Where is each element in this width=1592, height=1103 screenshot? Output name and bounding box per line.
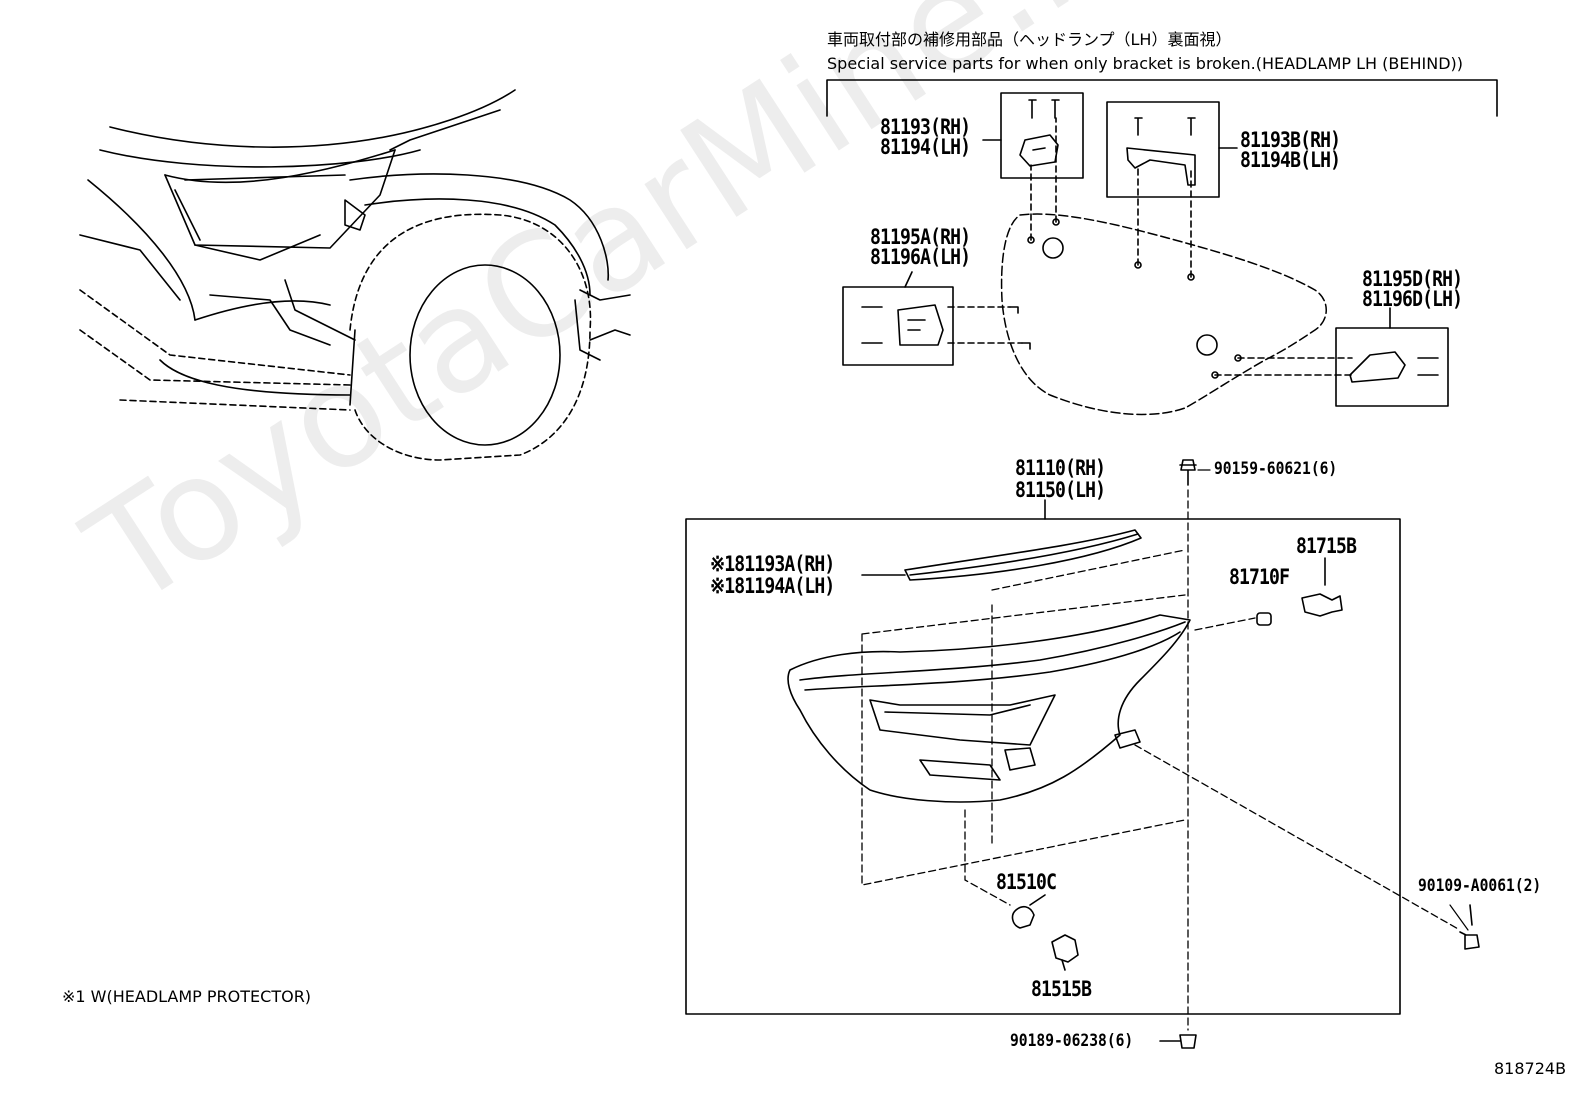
- page-number: 818724B: [1494, 1059, 1567, 1078]
- part-label-81710F: 81710F: [1229, 565, 1290, 589]
- part-label-90159-60621: 90159-60621(6): [1214, 459, 1338, 479]
- leader-lines: [1197, 469, 1469, 931]
- part-label-81193A-rh: ※181193A(RH): [710, 552, 835, 576]
- bracket-box-81193B: [1106, 101, 1238, 198]
- bracket-box-81193: [982, 92, 1084, 179]
- part-label-81150-lh: 81150(LH): [1015, 478, 1106, 502]
- part-label-81196A-lh: 81196A(LH): [870, 245, 971, 269]
- part-label-81195D-rh: 81195D(RH): [1362, 267, 1463, 291]
- part-label-90109-A0061: 90109-A0061(2): [1418, 876, 1542, 896]
- footnote: ※1 W(HEADLAMP PROTECTOR): [62, 987, 312, 1006]
- special-service-bracket-line: [826, 79, 1498, 117]
- part-label-81715B: 81715B: [1296, 534, 1357, 558]
- header-title-en: Special service parts for when only brac…: [827, 54, 1464, 73]
- part-label-81193B-rh: 81193B(RH): [1240, 128, 1341, 152]
- socket-81515B: [1051, 934, 1079, 971]
- header-title-jp: 車両取付部の補修用部品（ヘッドランプ（LH）裏面視）: [827, 30, 1232, 49]
- headlamp-back-view: [947, 117, 1353, 416]
- part-label-81196D-lh: 81196D(LH): [1362, 287, 1463, 311]
- headlamp-assembly-box: [685, 499, 1401, 1015]
- vehicle-front-view: [79, 89, 631, 461]
- screw-90109: [1459, 904, 1480, 950]
- bracket-box-81195D: [1335, 307, 1449, 407]
- socket-81715B: [1301, 557, 1343, 617]
- part-label-81515B: 81515B: [1031, 977, 1092, 1001]
- bracket-box-81195A: [842, 271, 954, 366]
- bulb-81510C: [1011, 894, 1046, 929]
- part-label-81194B-lh: 81194B(LH): [1240, 148, 1341, 172]
- bolt-90189: [1159, 1034, 1197, 1049]
- part-label-81510C: 81510C: [996, 870, 1057, 894]
- bulb-81710F: [1256, 612, 1272, 626]
- headlamp-assembly: [787, 489, 1461, 1031]
- bolt-90159: [1179, 459, 1197, 486]
- part-label-81194-lh: 81194(LH): [880, 135, 971, 159]
- part-label-81110-rh: 81110(RH): [1015, 456, 1106, 480]
- part-label-81193-rh: 81193(RH): [880, 115, 971, 139]
- part-label-81195A-rh: 81195A(RH): [870, 225, 971, 249]
- part-label-81194A-lh: ※181194A(LH): [710, 574, 835, 598]
- part-label-90189-06238: 90189-06238(6): [1010, 1031, 1134, 1051]
